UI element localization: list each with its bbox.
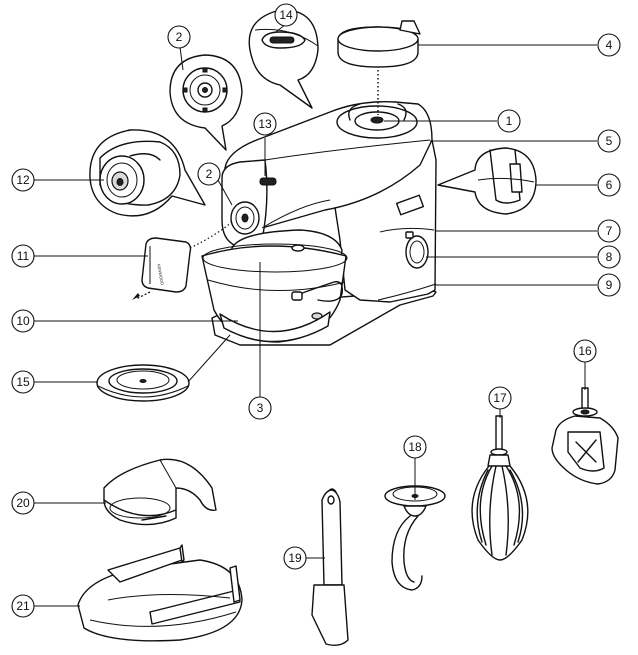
callout-15: 15 [11, 370, 35, 394]
svg-text:6: 6 [606, 178, 613, 192]
brand-label: KENWOOD [156, 264, 165, 286]
callout-2-socket: 2 [167, 25, 191, 49]
callout-9: 9 [597, 273, 621, 297]
bowl-handle [293, 281, 344, 302]
callout-1: 1 [497, 109, 521, 133]
callout-11: 11 [11, 244, 35, 268]
svg-text:19: 19 [288, 551, 302, 565]
svg-text:5: 5 [606, 134, 613, 148]
svg-text:12: 12 [16, 173, 30, 187]
bowl-guard [77, 544, 243, 642]
svg-text:18: 18 [408, 440, 422, 454]
callout-12: 12 [11, 168, 35, 192]
svg-text:8: 8 [606, 250, 613, 264]
callout-8: 8 [597, 245, 621, 269]
callout-16: 16 [573, 339, 597, 363]
detail-bubble-12-front-outlet [89, 129, 206, 217]
detail-bubble-6-lever [437, 147, 537, 215]
speed-outlet-slot [259, 177, 277, 186]
head-lift-lever[interactable] [405, 231, 414, 239]
svg-text:9: 9 [606, 278, 613, 292]
top-outlet-centre [370, 116, 384, 124]
callout-10: 10 [11, 309, 35, 333]
callout-14: 14 [274, 3, 298, 27]
callout-19: 19 [283, 546, 307, 570]
svg-text:3: 3 [257, 401, 264, 415]
front-outlet-cover: KENWOOD [132, 237, 192, 300]
speed-control-knob[interactable] [405, 235, 429, 269]
callout-17: 17 [488, 386, 512, 410]
callout-markers: 1 2 2 3 4 5 6 7 8 9 10 11 12 13 14 15 16… [11, 3, 621, 618]
callout-18: 18 [403, 435, 427, 459]
svg-text:17: 17 [493, 391, 507, 405]
svg-text:1: 1 [506, 114, 513, 128]
svg-text:21: 21 [16, 599, 30, 613]
svg-text:20: 20 [16, 496, 30, 510]
callout-4: 4 [597, 33, 621, 57]
callout-3: 3 [248, 396, 272, 420]
svg-text:10: 10 [16, 314, 30, 328]
callout-7: 7 [597, 219, 621, 243]
callout-21: 21 [11, 594, 35, 618]
svg-text:11: 11 [17, 249, 30, 263]
pouring-shield [103, 458, 217, 526]
svg-text:13: 13 [258, 117, 272, 131]
leader-lines [30, 23, 597, 607]
dough-hook [384, 485, 446, 591]
callout-13: 13 [253, 112, 277, 136]
detail-bubble-2-socket [169, 54, 243, 151]
bowl-base [96, 364, 190, 402]
stand-mixer [201, 101, 437, 346]
svg-text:2: 2 [176, 30, 183, 44]
callout-5: 5 [597, 129, 621, 153]
svg-text:4: 4 [606, 38, 613, 52]
callout-2-front-outlet: 2 [197, 162, 221, 186]
outlet-cover [337, 20, 421, 68]
k-beater [551, 387, 619, 485]
brand-plate [395, 194, 425, 216]
svg-text:7: 7 [606, 224, 613, 238]
svg-text:16: 16 [578, 344, 592, 358]
detail-bubble-14 [248, 9, 319, 109]
svg-text:2: 2 [206, 167, 213, 181]
callout-6: 6 [597, 173, 621, 197]
whisk [471, 415, 529, 561]
callout-20: 20 [11, 491, 35, 515]
svg-text:15: 15 [16, 375, 30, 389]
svg-text:14: 14 [279, 8, 293, 22]
spatula [311, 488, 349, 647]
